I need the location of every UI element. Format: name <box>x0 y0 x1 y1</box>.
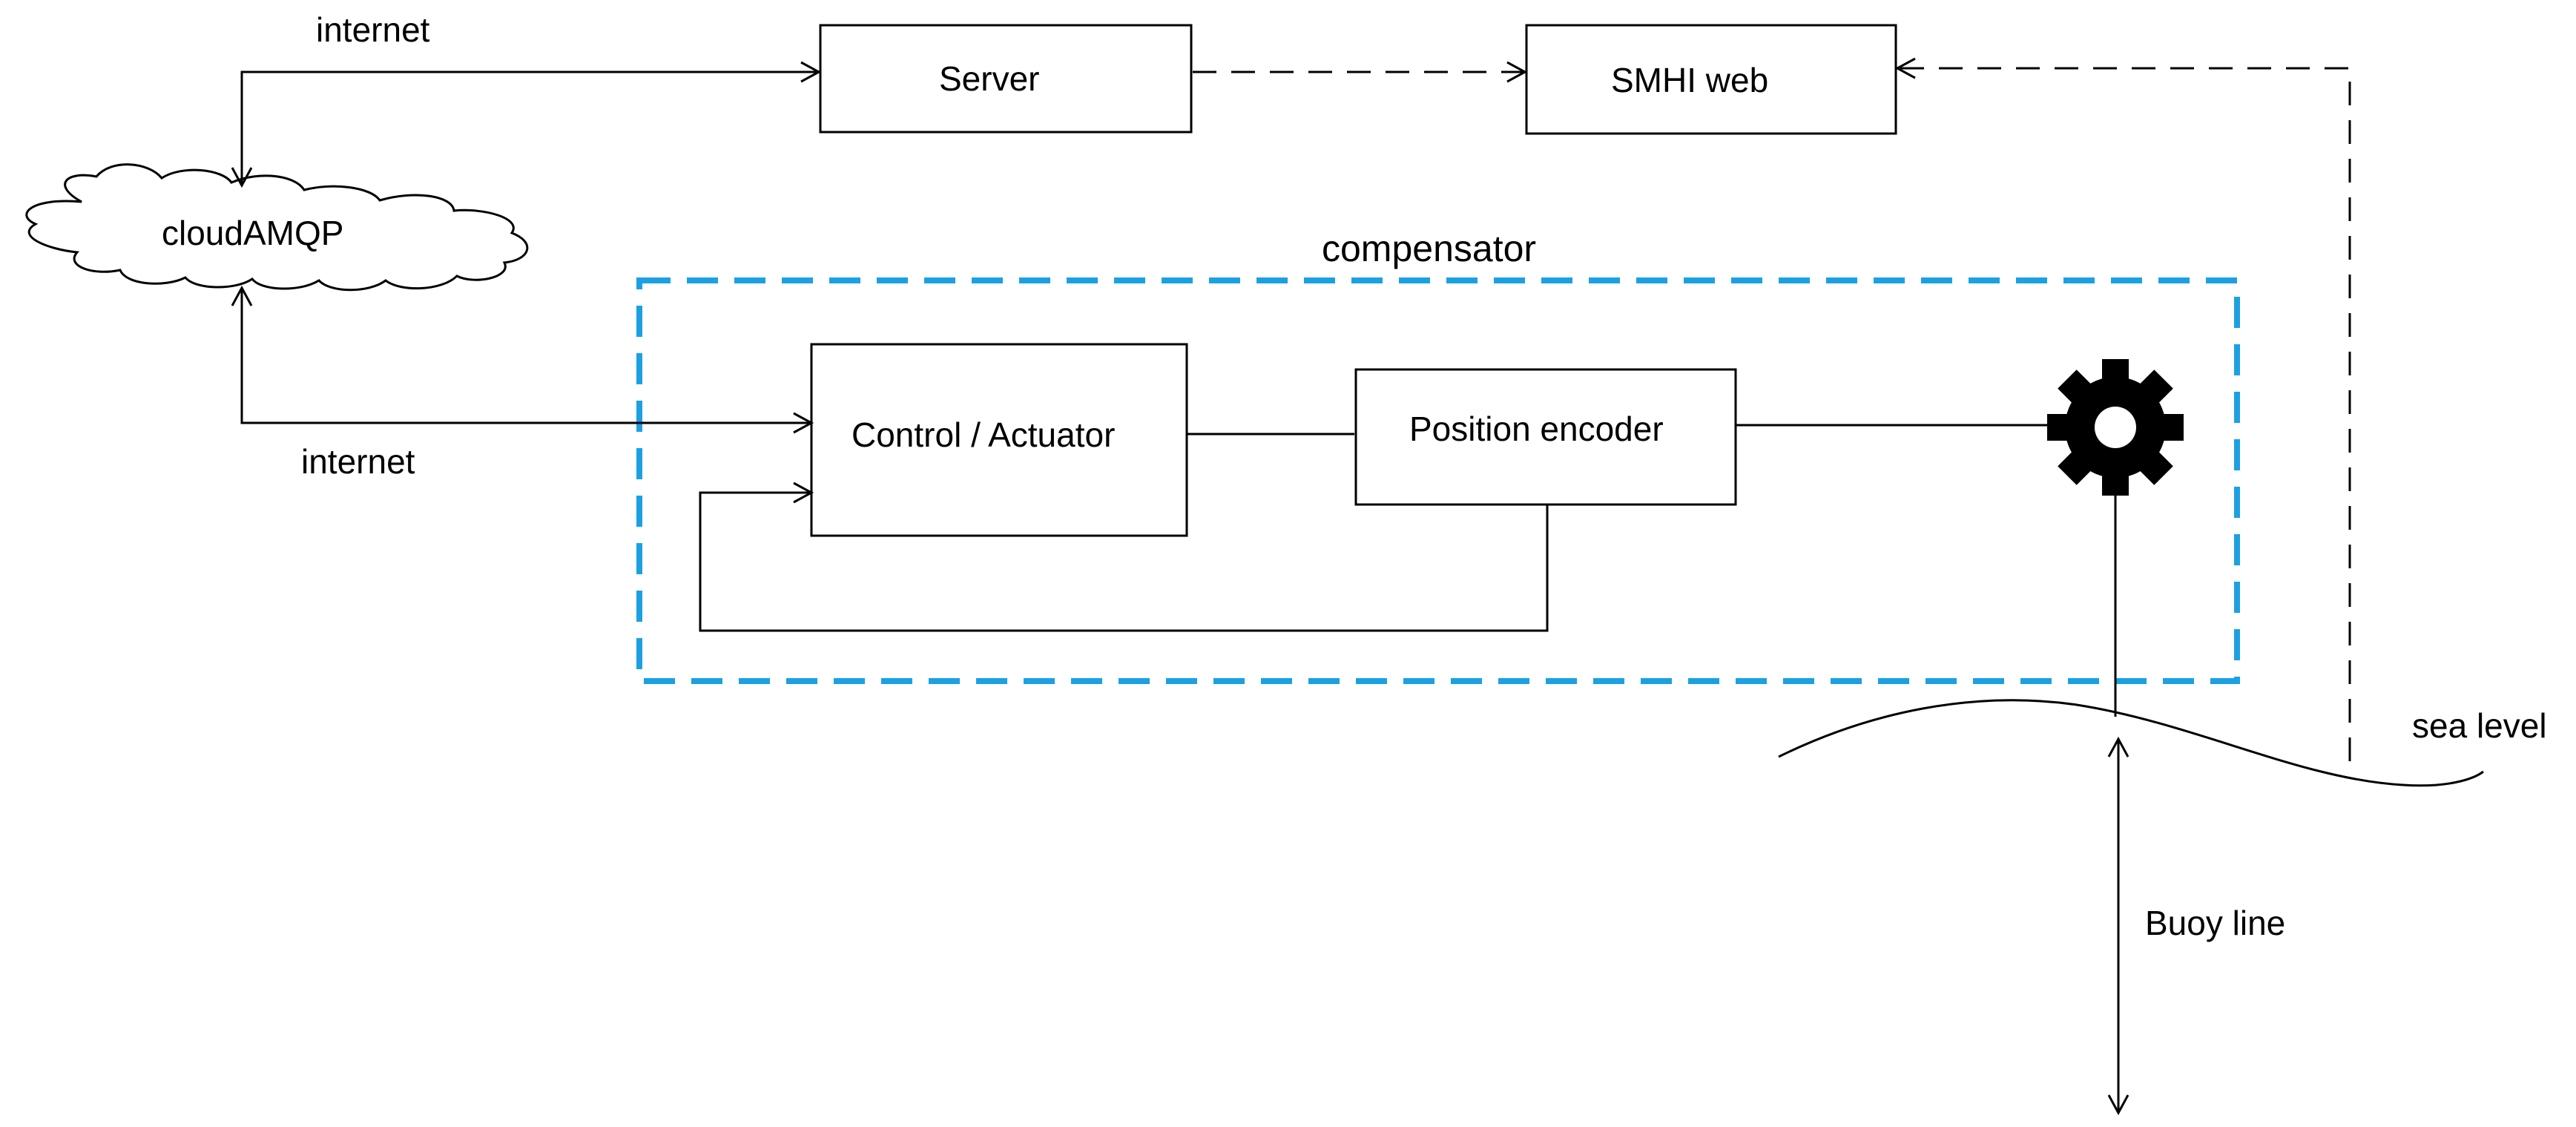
buoy-line-label: Buoy line <box>2145 904 2285 942</box>
arrowhead-buoy-bottom <box>2107 1094 2129 1116</box>
control-actuator-node: Control / Actuator <box>810 343 1188 537</box>
cloud-label: cloudAMQP <box>162 214 343 252</box>
smhi-web-box <box>1525 24 1897 135</box>
arrowhead-buoy-top <box>2107 736 2129 758</box>
control-actuator-box <box>810 343 1188 537</box>
position-encoder-label: Position encoder <box>1409 410 1664 448</box>
arrowhead-feedback-in <box>793 482 814 504</box>
compensator-label: compensator <box>1322 228 1536 269</box>
server-node: Server <box>819 24 1193 134</box>
internet-link-bottom <box>240 288 811 424</box>
arrowhead-smhi-in-left <box>1506 61 1528 83</box>
arrowhead-smhi-in-right <box>1894 57 1916 79</box>
arrowhead-cloud-bottom <box>231 285 253 306</box>
smhi-web-label: SMHI web <box>1611 61 1768 99</box>
cloud-shape <box>25 163 529 292</box>
server-box <box>819 24 1193 134</box>
internet-label-top: internet <box>316 10 430 49</box>
internet-label-bottom: internet <box>301 442 415 481</box>
cloud-node: cloudAMQP <box>25 163 529 292</box>
sea-level-wave <box>1778 699 2484 787</box>
gear-icon <box>2047 359 2184 496</box>
internet-link-top <box>240 70 819 185</box>
smhi-web-node: SMHI web <box>1525 24 1897 135</box>
feedback-loop <box>699 491 1549 632</box>
position-encoder-node: Position encoder <box>1354 368 1737 506</box>
control-actuator-label: Control / Actuator <box>851 415 1115 454</box>
arrowhead-cloud-top <box>231 167 253 188</box>
server-label: Server <box>939 59 1039 98</box>
arrowhead-server-in <box>800 61 822 83</box>
arrowhead-control-in <box>793 412 814 434</box>
sea-level-label: sea level <box>2412 706 2547 745</box>
position-encoder-box <box>1354 368 1737 506</box>
